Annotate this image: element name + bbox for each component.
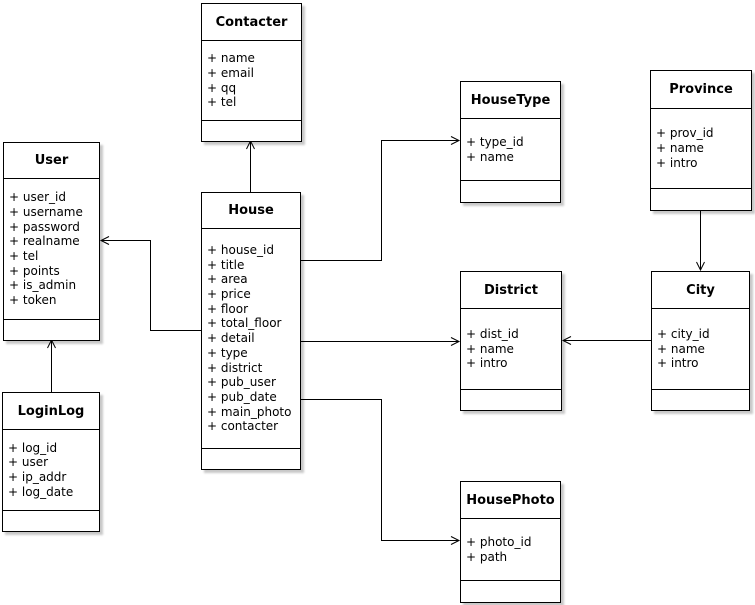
attribute: + intro xyxy=(466,356,508,371)
attribute: + area xyxy=(207,272,248,287)
attribute: + name xyxy=(466,149,514,164)
entity-attributes: + photo_id+ path xyxy=(461,519,560,581)
entity-methods-empty xyxy=(461,581,560,602)
entity-contacter: Contacter+ name+ email+ qq+ tel xyxy=(201,3,302,142)
attribute: + tel xyxy=(9,249,39,263)
attribute: + title xyxy=(207,257,245,272)
attribute: + tel xyxy=(207,95,237,110)
entity-methods-empty xyxy=(461,390,561,410)
entity-name: House xyxy=(202,193,300,229)
attribute: + intro xyxy=(656,155,698,170)
attribute: + floor xyxy=(207,301,249,316)
entity-methods-empty xyxy=(3,511,99,531)
attribute: + is_admin xyxy=(9,278,77,293)
entity-house: House+ house_id+ title+ area+ price+ flo… xyxy=(201,192,301,470)
entity-attributes: + log_id+ user+ ip_addr+ log_date xyxy=(3,430,99,511)
attribute: + user_id xyxy=(9,190,66,205)
entity-city: City+ city_id+ name+ intro xyxy=(651,271,750,411)
attribute: + realname xyxy=(9,234,80,249)
entity-attributes: + type_id+ name xyxy=(461,119,560,181)
attribute: + ip_addr xyxy=(8,470,67,484)
attribute: + house_id xyxy=(207,242,275,257)
attribute: + contacter xyxy=(207,419,279,434)
entity-name: City xyxy=(652,272,749,309)
entity-attributes: + dist_id+ name+ intro xyxy=(461,309,561,390)
attribute: + detail xyxy=(207,331,255,346)
entity-name: HousePhoto xyxy=(461,482,560,519)
entity-housephoto: HousePhoto+ photo_id+ path xyxy=(460,481,561,603)
attribute: + city_id xyxy=(657,326,710,341)
attribute: + type xyxy=(207,345,248,360)
entity-methods-empty xyxy=(651,189,751,210)
attribute: + password xyxy=(9,219,80,234)
relation-house-to-housephoto xyxy=(301,399,461,545)
attribute: + intro xyxy=(657,356,699,371)
attribute: + token xyxy=(9,293,57,308)
attribute: + pub_user xyxy=(207,375,276,390)
entity-methods-empty xyxy=(202,121,301,141)
attribute: + name xyxy=(656,141,704,156)
entity-name: LoginLog xyxy=(3,393,99,430)
attribute: + user xyxy=(8,455,49,470)
attribute: + name xyxy=(657,341,705,356)
entity-attributes: + prov_id+ name+ intro xyxy=(651,109,751,189)
entity-user: User+ user_id+ username+ password+ realn… xyxy=(3,142,100,341)
attribute: + photo_id xyxy=(466,534,532,549)
attribute: + path xyxy=(466,549,508,564)
entity-province: Province+ prov_id+ name+ intro xyxy=(650,70,752,211)
entity-attributes: + city_id+ name+ intro xyxy=(652,309,749,390)
entity-attributes: + user_id+ username+ password+ realname+… xyxy=(4,179,99,320)
entity-name: Province xyxy=(651,71,751,109)
entity-methods-empty xyxy=(652,390,749,410)
attribute: + log_date xyxy=(8,484,74,499)
entity-district: District+ dist_id+ name+ intro xyxy=(460,271,562,411)
attribute: + email xyxy=(207,65,254,80)
attribute: + qq xyxy=(207,80,237,95)
attribute: + pub_date xyxy=(207,389,277,404)
attribute: + price xyxy=(207,287,251,302)
attribute: + points xyxy=(9,263,60,278)
entity-housetype: HouseType+ type_id+ name xyxy=(460,81,561,203)
attribute: + main_photo xyxy=(207,404,292,419)
attribute: + type_id xyxy=(466,134,524,149)
attribute: + name xyxy=(466,341,514,356)
entity-attributes: + name+ email+ qq+ tel xyxy=(202,41,301,121)
entity-methods-empty xyxy=(4,320,99,340)
attribute: + dist_id xyxy=(466,326,519,341)
entity-attributes: + house_id+ title+ area+ price+ floor+ t… xyxy=(202,229,300,449)
attribute: + prov_id xyxy=(656,126,714,141)
entity-loginlog: LoginLog+ log_id+ user+ ip_addr+ log_dat… xyxy=(2,392,100,532)
entity-methods-empty xyxy=(202,449,300,469)
attribute: + total_floor xyxy=(207,316,282,331)
relation-house-to-user xyxy=(99,236,201,331)
relation-house-to-housetype xyxy=(301,136,461,261)
entity-name: District xyxy=(461,272,561,309)
entity-name: Contacter xyxy=(202,4,301,41)
entity-name: HouseType xyxy=(461,82,560,119)
attribute: + log_id xyxy=(8,440,58,455)
entity-methods-empty xyxy=(461,181,560,202)
attribute: + district xyxy=(207,360,263,375)
attribute: + name xyxy=(207,51,255,66)
entity-name: User xyxy=(4,143,99,179)
attribute: + username xyxy=(9,204,83,219)
